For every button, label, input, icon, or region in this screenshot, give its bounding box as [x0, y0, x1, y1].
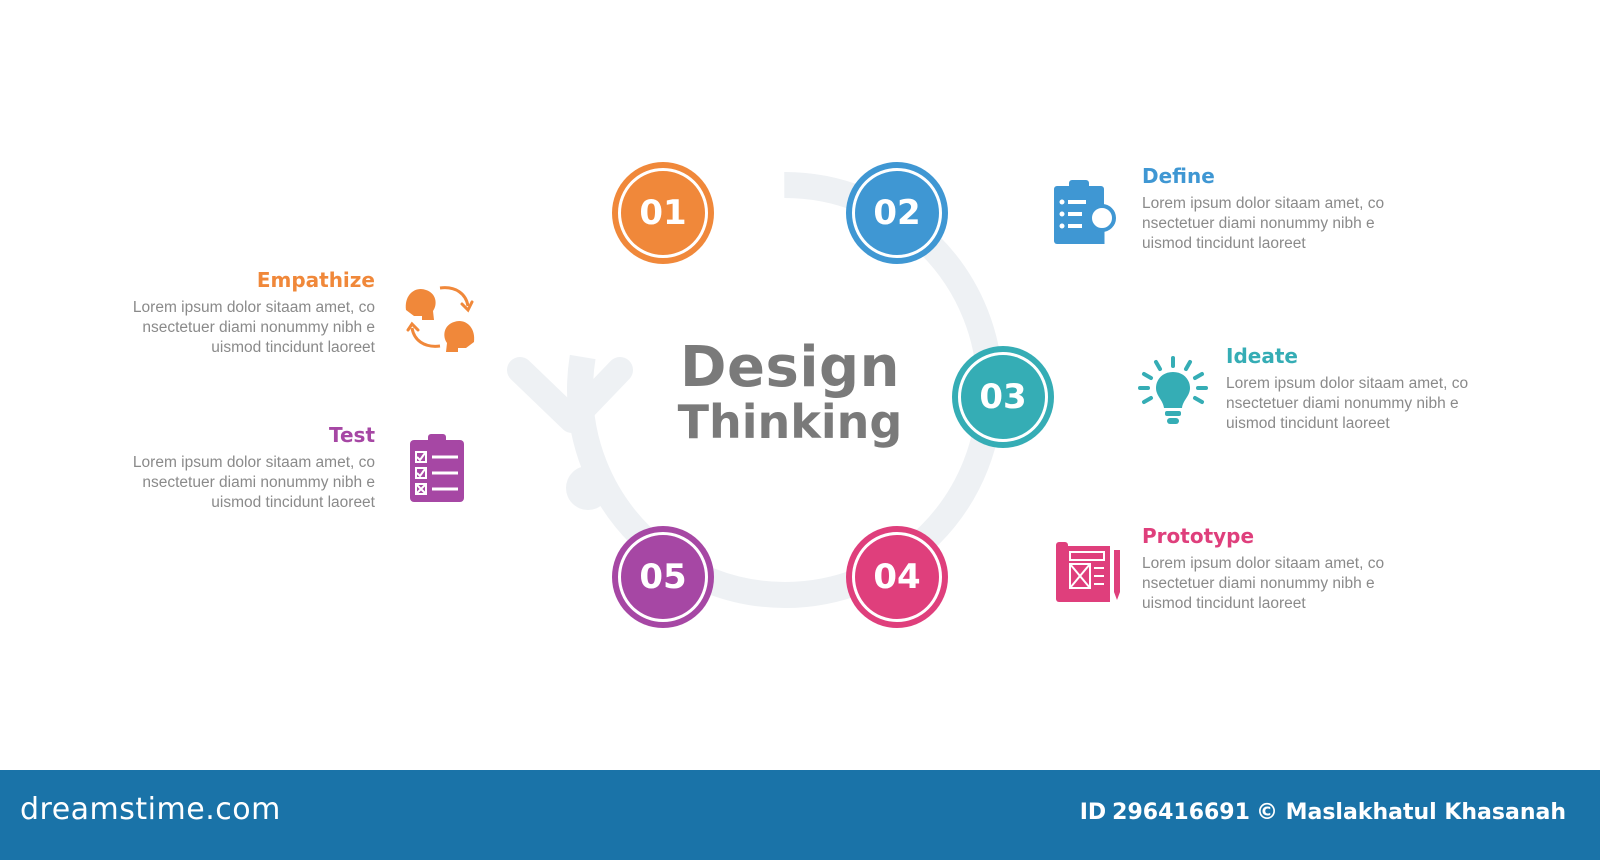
step-test-title: Test [328, 423, 375, 447]
footer-brand-logo[interactable]: dreamstime.com [20, 792, 281, 827]
step-02-circle: 02 [846, 162, 948, 264]
step-prototype-title: Prototype [1142, 524, 1255, 548]
step-define-text: Define Lorem ipsum dolor sitaam amet, co… [1142, 164, 1402, 254]
step-empathize-title: Empathize [256, 268, 375, 292]
step-02-number: 02 [873, 193, 921, 233]
title-line-design: Design [680, 335, 900, 400]
lightbulb-icon [1138, 356, 1208, 424]
step-05-circle: 05 [612, 526, 714, 628]
step-ideate-title: Ideate [1226, 344, 1298, 368]
step-ideate-description: Lorem ipsum dolor sitaam amet, co nsecte… [1226, 375, 1469, 432]
diagram-canvas: Design Thinking 01 02 03 04 05 Empathize… [115, 162, 1486, 628]
step-prototype-text: Prototype Lorem ipsum dolor sitaam amet,… [1142, 524, 1402, 614]
footer-id-label: ID [1079, 800, 1107, 825]
step-03-number: 03 [979, 377, 1027, 417]
step-04-circle: 04 [846, 526, 948, 628]
step-03-circle: 03 [952, 346, 1054, 448]
step-test-text: Test Lorem ipsum dolor sitaam amet, co n… [115, 423, 375, 513]
footer-id-value: 296416691 [1112, 800, 1250, 825]
title-line-thinking: Thinking [677, 395, 903, 450]
step-05-number: 05 [639, 557, 687, 597]
step-01-circle: 01 [612, 162, 714, 264]
checklist-icon [410, 434, 464, 502]
step-empathize-description: Lorem ipsum dolor sitaam amet, co nsecte… [132, 299, 375, 356]
swap-heads-icon [405, 286, 475, 352]
clipboard-search-icon [1054, 180, 1116, 244]
step-define-description: Lorem ipsum dolor sitaam amet, co nsecte… [1142, 195, 1385, 252]
step-define-title: Define [1142, 164, 1215, 188]
step-prototype-description: Lorem ipsum dolor sitaam amet, co nsecte… [1142, 555, 1385, 612]
step-test-description: Lorem ipsum dolor sitaam amet, co nsecte… [132, 454, 375, 511]
step-04-number: 04 [873, 557, 921, 597]
step-ideate-text: Ideate Lorem ipsum dolor sitaam amet, co… [1226, 344, 1486, 434]
blueprint-icon [1056, 542, 1120, 602]
step-01-number: 01 [639, 193, 687, 233]
diagram-title: Design Thinking [640, 335, 940, 450]
step-empathize-text: Empathize Lorem ipsum dolor sitaam amet,… [115, 268, 375, 358]
footer-author: © Maslakhatul Khasanah [1255, 800, 1566, 825]
